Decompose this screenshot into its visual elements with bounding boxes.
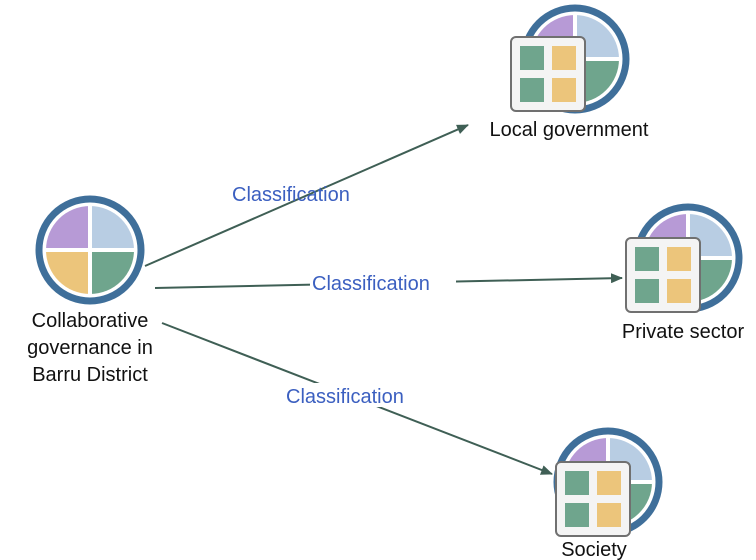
node-private-sector[interactable]: Private sector xyxy=(622,203,745,343)
node-local-government[interactable]: Local government xyxy=(490,4,649,141)
node-label: Private sector xyxy=(622,321,745,343)
edge-to-society[interactable]: Classification xyxy=(161,322,553,475)
edge-label-bg xyxy=(284,383,430,407)
node-label: Local government xyxy=(490,119,649,141)
node-collaborative-governance[interactable]: Collaborative governance in Barru Distri… xyxy=(27,195,153,386)
node-label-line-3: Barru District xyxy=(32,364,148,386)
node-society[interactable]: Society xyxy=(553,427,663,560)
edge-to-local-government[interactable]: Classification xyxy=(144,124,469,267)
edge-label-classification: Classification xyxy=(312,273,430,295)
category-node-icon xyxy=(510,4,630,114)
edge-line xyxy=(144,124,469,267)
edge-label-bg xyxy=(310,270,456,294)
edge-to-private-sector[interactable]: Classification xyxy=(154,270,623,295)
quadrant-circle-icon xyxy=(35,195,145,305)
node-label: Society xyxy=(561,539,627,560)
category-node-icon xyxy=(625,203,743,313)
node-label-line-1: Collaborative xyxy=(32,310,149,332)
node-label-line-2: governance in xyxy=(27,337,153,359)
category-node-icon xyxy=(553,427,663,537)
edge-label-classification: Classification xyxy=(286,386,404,408)
edge-label-classification: Classification xyxy=(232,184,350,206)
